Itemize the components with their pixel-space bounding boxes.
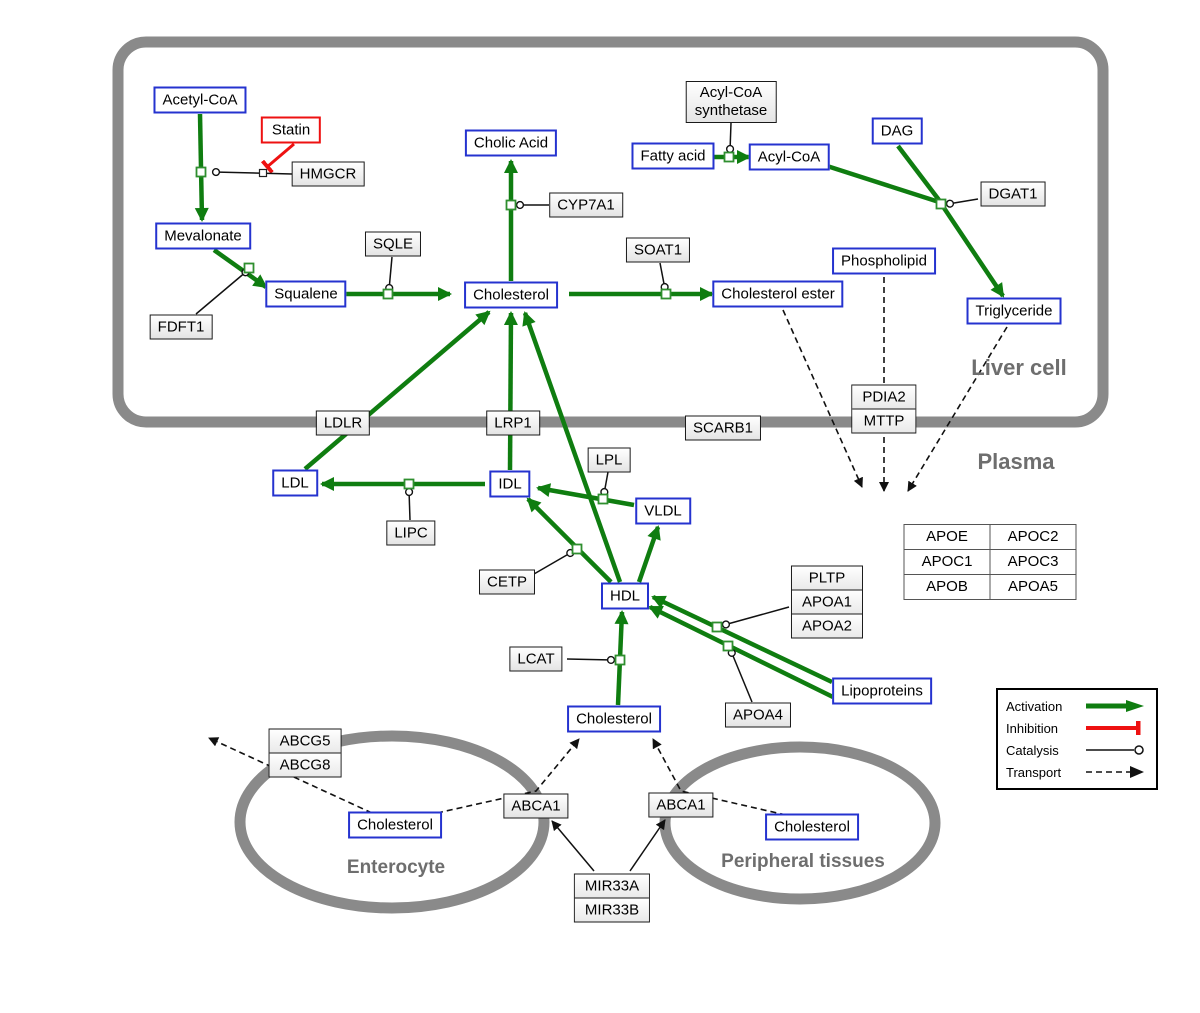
- edge-lipoproteins-to-hdl-upper: [651, 594, 833, 685]
- compartment-liver-cell: [112, 36, 1109, 428]
- edge-hmgcr-catalysis: [211, 167, 293, 177]
- legend-item-transport: Transport: [1006, 761, 1148, 783]
- edge-mir33-to-abca1-enterocyte: [551, 820, 595, 872]
- reaction-square-idl-to-ldl: [403, 478, 415, 490]
- edge-hdl-to-liver-cholesterol: [522, 311, 623, 583]
- edge-lipoproteins-to-hdl-lower: [648, 604, 834, 700]
- edge-hdl-to-idl-cetp: [526, 497, 613, 584]
- edge-dgat-junction-to-triglyceride: [942, 206, 1005, 298]
- edge-idl-to-liver-cholesterol: [503, 311, 518, 471]
- edge-ldl-to-liver-cholesterol: [303, 310, 491, 471]
- legend-item-activation: Activation: [1006, 695, 1148, 717]
- legend-symbol-catalysis-icon: [1084, 742, 1148, 758]
- legend-symbol-inhibition-icon: [1084, 720, 1148, 736]
- edge-cetp-catalysis: [533, 548, 575, 575]
- edge-statin-inhibits-hmgcr: [260, 142, 295, 174]
- edge-mir33-to-abca1-peripheral: [629, 819, 666, 872]
- edge-dgat1-catalysis: [945, 198, 979, 208]
- reaction-square-dgat-junction-to-triglyceride: [935, 198, 947, 210]
- reaction-square-vldl-to-idl: [597, 493, 609, 505]
- reaction-square-cholesterol-to-cholic-acid: [505, 199, 517, 211]
- edge-acyl-coa-to-dgat-junction: [826, 163, 940, 205]
- edge-triglyceride-transport: [907, 326, 1008, 492]
- reaction-square-acetylcoa-to-mevalonate: [195, 166, 207, 178]
- edge-peripheral-cholesterol-to-plasma: [652, 738, 787, 816]
- legend-symbol-transport-icon: [1084, 764, 1148, 780]
- anchor-square-hmgcr-catalysis: [258, 168, 268, 178]
- reaction-square-plasma-cholesterol-to-hdl: [614, 654, 626, 666]
- edge-fdft1-catalysis: [195, 268, 250, 315]
- legend-item-catalysis: Catalysis: [1006, 739, 1148, 761]
- edge-hdl-to-vldl: [636, 525, 661, 583]
- edge-lcat-catalysis: [566, 655, 616, 665]
- legend-label-inhibition: Inhibition: [1006, 720, 1059, 736]
- legend-symbol-activation-icon: [1084, 698, 1148, 714]
- legend-item-inhibition: Inhibition: [1006, 717, 1148, 739]
- edge-vldl-to-idl: [536, 483, 635, 508]
- edge-dag-to-dgat-junction: [896, 144, 941, 202]
- reaction-square-lipoproteins-to-hdl-upper: [711, 621, 723, 633]
- edge-apoa4-catalysis: [727, 648, 753, 703]
- compartment-peripheral-tissues: [659, 741, 941, 905]
- reaction-square-fatty-acid-to-acyl-coa: [723, 151, 735, 163]
- legend-label-catalysis: Catalysis: [1006, 742, 1059, 758]
- edge-soat1-catalysis: [659, 262, 669, 292]
- reaction-square-hdl-to-idl-cetp: [571, 543, 583, 555]
- edge-lpl-catalysis: [600, 471, 609, 497]
- reaction-nodes: [195, 151, 947, 666]
- compartment-enterocyte: [234, 730, 550, 914]
- legend-label-transport: Transport: [1006, 764, 1062, 780]
- edge-mevalonate-to-squalene: [212, 248, 268, 289]
- edge-acyl-coa-synthetase-catalysis: [725, 122, 735, 154]
- compartment-shapes: [112, 36, 1109, 914]
- reaction-square-squalene-to-cholesterol: [382, 288, 394, 300]
- edge-cholesterol-ester-transport: [782, 309, 863, 488]
- reaction-square-cholesterol-to-cholesterol-ester: [660, 288, 672, 300]
- edge-sqle-catalysis: [385, 256, 394, 293]
- reaction-square-mevalonate-to-squalene: [243, 262, 255, 274]
- edge-lipc-catalysis: [404, 487, 414, 521]
- edge-enterocyte-cholesterol-abcg-export: [208, 737, 373, 814]
- edge-enterocyte-cholesterol-to-plasma: [436, 738, 580, 814]
- reaction-square-lipoproteins-to-hdl-lower: [722, 640, 734, 652]
- legend-label-activation: Activation: [1006, 698, 1063, 714]
- edge-paths: [194, 113, 1008, 872]
- edge-pltp-apoa1-apoa2-catalysis: [721, 606, 790, 629]
